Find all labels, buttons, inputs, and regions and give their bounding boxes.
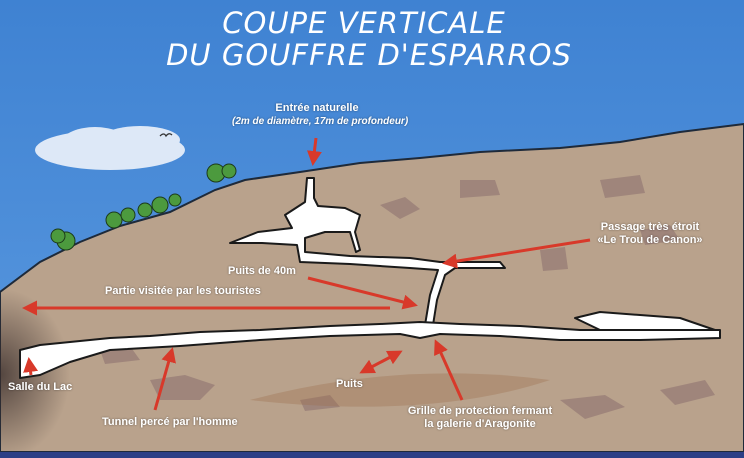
footer-band <box>0 452 744 458</box>
diagram-title-line1: COUPE VERTICALE <box>222 6 506 40</box>
cave-passages <box>19 177 721 379</box>
trees <box>50 163 237 251</box>
label-tunnel: Tunnel percé par l'homme <box>102 416 238 428</box>
label-trou-canon: Passage très étroit «Le Trou de Canon» <box>590 221 710 247</box>
label-puits: Puits <box>336 378 363 390</box>
label-puits-40m: Puits de 40m <box>228 265 296 277</box>
cloud <box>35 126 185 170</box>
arrow-puits <box>359 350 403 374</box>
bird-icon <box>159 133 173 138</box>
diagram-title-line2: DU GOUFFRE D'ESPARROS <box>166 38 572 72</box>
label-entree: Entrée naturelle (2m de diamètre, 17m de… <box>232 102 409 128</box>
label-partie-visitee: Partie visitée par les touristes <box>105 285 261 297</box>
arrow-tunnel <box>153 347 176 411</box>
pointer-arrows <box>22 137 591 411</box>
rock-massif <box>0 122 744 453</box>
label-grille-1: Grille de protection fermant <box>407 405 553 417</box>
arrow-trou-canon <box>442 238 591 269</box>
arrow-puits40 <box>307 276 418 310</box>
label-grille-2: la galerie d'Aragonite <box>424 418 536 430</box>
rock-blocks <box>100 175 715 419</box>
label-trou-canon-2: «Le Trou de Canon» <box>597 234 703 246</box>
label-salle-du-lac: Salle du Lac <box>8 381 73 393</box>
label-grille: Grille de protection fermant la galerie … <box>395 405 565 431</box>
arrow-salle <box>23 357 39 376</box>
arrow-grille <box>434 339 464 401</box>
label-trou-canon-1: Passage très étroit <box>600 221 700 233</box>
arrow-entree <box>306 137 322 166</box>
label-entree-title: Entrée naturelle <box>275 102 359 114</box>
sediment-band <box>250 373 550 407</box>
label-entree-detail: (2m de diamètre, 17m de profondeur) <box>232 116 409 127</box>
